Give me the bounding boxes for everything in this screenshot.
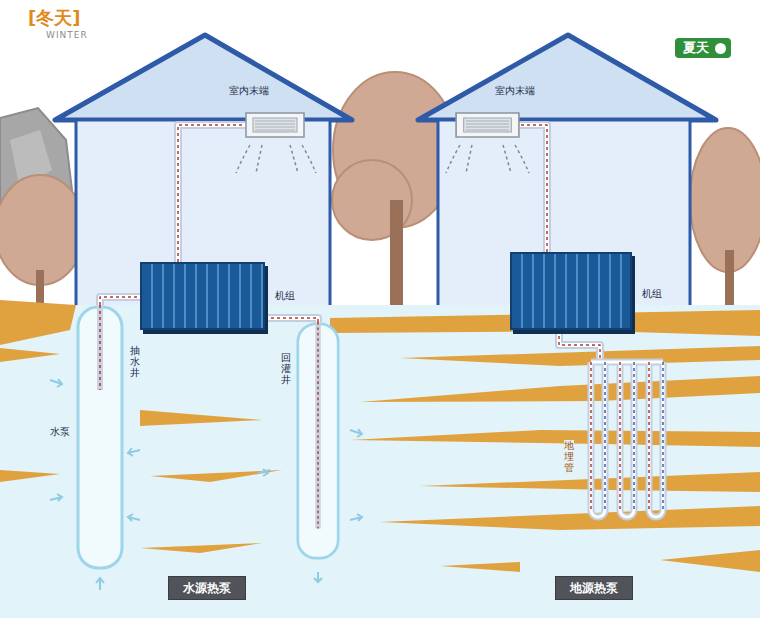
recharge-well: 回灌井 (296, 322, 340, 560)
system-label: 水源热泵 (168, 576, 246, 600)
pipe (559, 330, 600, 360)
text-label: 水泵 (50, 425, 70, 439)
pipe (100, 297, 140, 305)
node-label: 夏天 (683, 40, 709, 56)
node-label: 水源热泵 (183, 581, 231, 595)
text-label: WINTER (46, 30, 88, 40)
pipe (520, 125, 547, 252)
pumping-well: 抽水井 (76, 305, 124, 570)
pipe (178, 125, 245, 262)
indoor-terminal: 室内末端 (245, 112, 305, 138)
heat-pump-unit: 机组 (510, 252, 632, 330)
node-label: 机组 (642, 288, 662, 300)
indoor-terminal: 室内末端 (455, 112, 520, 138)
text-label: [冬天] (28, 6, 80, 30)
system-label: 地源热泵 (555, 576, 633, 600)
node-label: 室内末端 (495, 85, 535, 97)
buried-pipes: 地埋管 (585, 360, 670, 528)
node-label: 回灌井 (281, 352, 291, 385)
node-label: 抽水井 (130, 345, 140, 378)
node-label: 地源热泵 (570, 581, 618, 595)
season-badge: 夏天 (675, 38, 731, 58)
heat-pump-unit: 机组 (140, 262, 265, 330)
pipe (265, 318, 318, 322)
node-label: 室内末端 (229, 85, 269, 97)
node-label: 机组 (275, 290, 295, 302)
node-label: 地埋管 (564, 440, 574, 473)
